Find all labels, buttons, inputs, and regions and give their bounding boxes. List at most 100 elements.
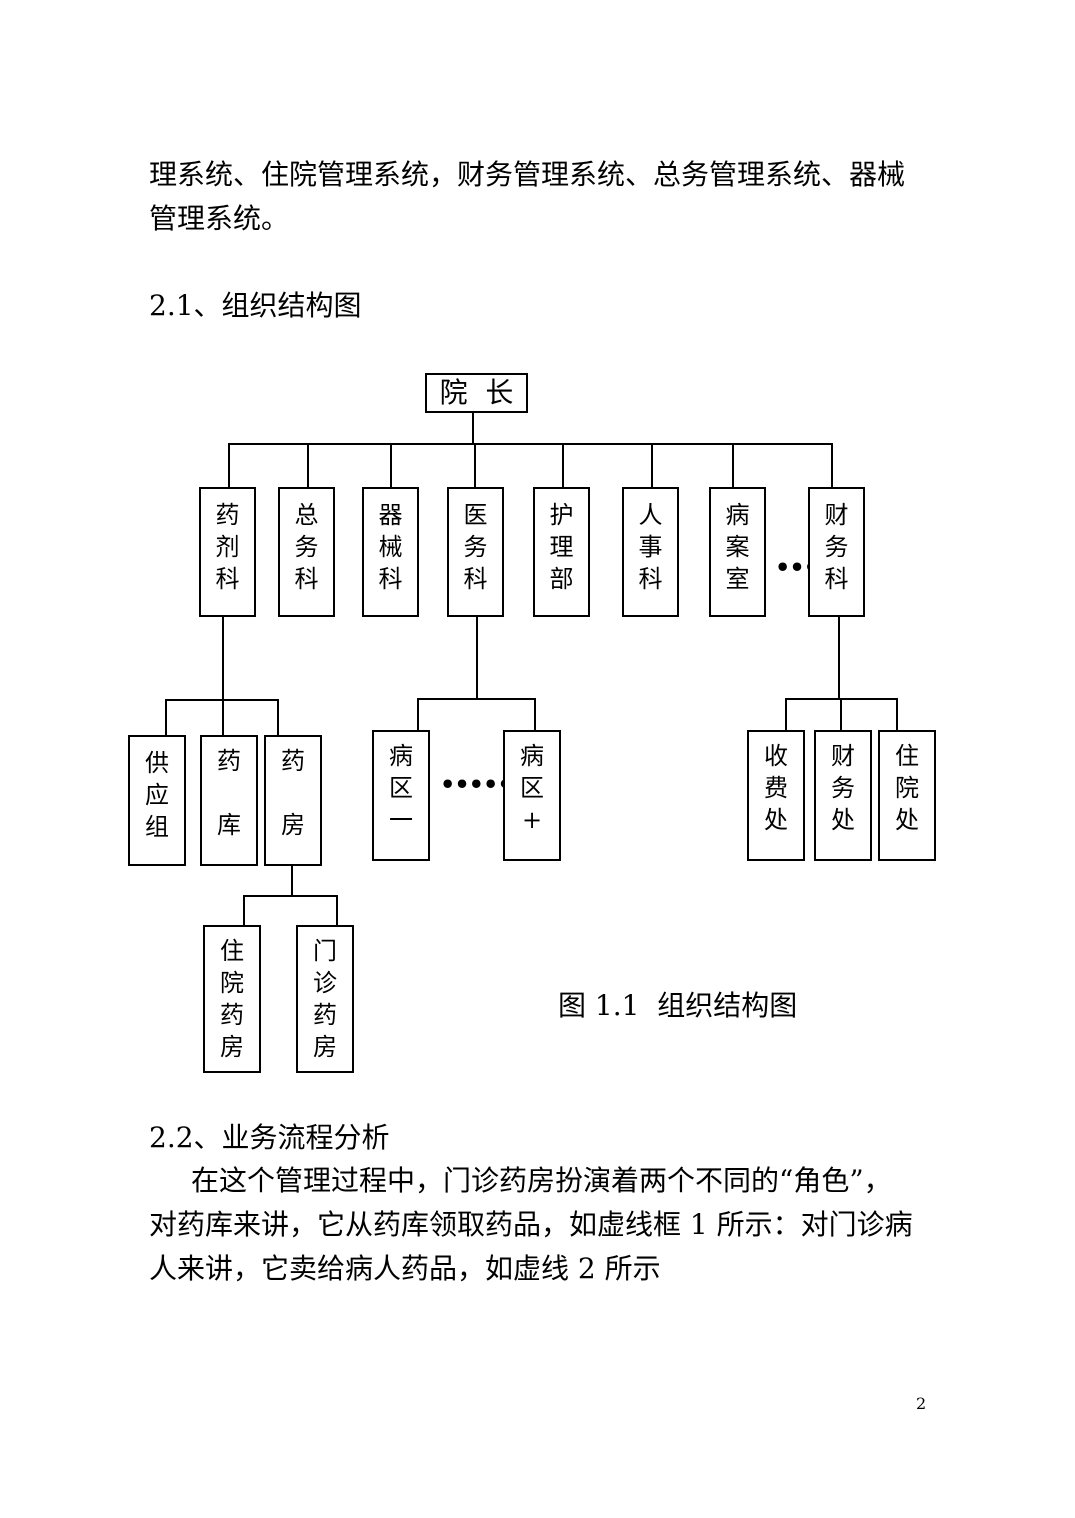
dept-nursing: 护 理 部	[533, 487, 590, 617]
connector	[417, 698, 419, 731]
node-drug-warehouse: 药 库	[200, 735, 258, 866]
node-char: 应	[145, 781, 169, 809]
connector	[785, 698, 787, 731]
node-char: 病	[725, 501, 750, 529]
dept-equipment: 器 械 科	[362, 487, 419, 617]
node-char: 财	[824, 501, 849, 529]
node-char: 室	[725, 565, 750, 593]
connector	[732, 443, 734, 487]
connector	[165, 699, 167, 735]
node-char: 器	[378, 501, 403, 529]
node-char: 务	[824, 533, 849, 561]
node-char: 药	[215, 501, 240, 529]
connector	[222, 617, 224, 700]
dept-general-affairs: 总 务 科	[278, 487, 335, 617]
node-char: 收	[764, 742, 788, 770]
node-inpatient-office: 住 院 处	[878, 730, 936, 861]
node-char: 部	[549, 565, 574, 593]
root-label: 院 长	[439, 376, 514, 409]
connector	[229, 443, 833, 445]
node-inpatient-drugstore: 住 院 药 房	[203, 925, 261, 1073]
node-char: 一	[389, 806, 413, 834]
node-char	[266, 777, 320, 809]
connector	[243, 895, 338, 897]
connector	[896, 698, 898, 731]
node-char: 药	[313, 1001, 337, 1029]
page-number: 2	[916, 1394, 927, 1413]
connector	[472, 413, 474, 444]
node-char: 剂	[215, 533, 240, 561]
node-char: 药	[281, 747, 305, 775]
node-char: 医	[463, 501, 488, 529]
node-char: 科	[638, 565, 663, 593]
connector	[390, 443, 392, 487]
node-char: 房	[220, 1033, 244, 1061]
figure-caption: 图 1.1 组织结构图	[558, 989, 798, 1022]
node-finance-office: 财 务 处	[814, 730, 872, 861]
connector	[476, 617, 478, 699]
dept-pharmacy: 药 剂 科	[199, 487, 256, 617]
node-char	[202, 777, 256, 809]
node-char: +	[521, 806, 543, 834]
node-char: 门	[313, 937, 337, 965]
node-char: 处	[895, 806, 919, 834]
node-char: 科	[824, 565, 849, 593]
connector	[277, 699, 279, 735]
connector	[534, 698, 536, 731]
connector	[838, 617, 840, 699]
node-char: 务	[463, 533, 488, 561]
node-char: 院	[220, 969, 244, 997]
node-char: 案	[725, 533, 750, 561]
section-2-2-heading: 2.2、业务流程分析	[149, 1121, 390, 1154]
connector	[474, 443, 476, 487]
node-char: 科	[215, 565, 240, 593]
node-char: 科	[294, 565, 319, 593]
node-char: 病	[520, 742, 544, 770]
connector	[228, 443, 230, 487]
node-char: 住	[220, 937, 244, 965]
dept-personnel: 人 事 科	[622, 487, 679, 617]
connector	[222, 699, 224, 735]
paragraph-line-1: 在这个管理过程中，门诊药房扮演着两个不同的“角色”，	[191, 1164, 892, 1197]
node-char: 住	[895, 742, 919, 770]
node-outpatient-drugstore: 门 诊 药 房	[296, 925, 354, 1073]
intro-line-2: 管理系统。	[149, 202, 290, 235]
node-char: 务	[294, 533, 319, 561]
node-char: 库	[217, 811, 241, 839]
node-char: 组	[145, 813, 169, 841]
connector	[651, 443, 653, 487]
node-char: 财	[831, 742, 855, 770]
paragraph-line-2: 对药库来讲，它从药库领取药品，如虚线框 1 所示：对门诊病	[149, 1208, 913, 1241]
node-char: 事	[638, 533, 663, 561]
root-node: 院 长	[425, 373, 528, 413]
node-char: 护	[549, 501, 574, 529]
dept-finance: 财 务 科	[808, 487, 865, 617]
paragraph-line-3: 人来讲，它卖给病人药品，如虚线 2 所示	[149, 1252, 661, 1285]
connector	[562, 443, 564, 487]
node-char: 房	[281, 811, 305, 839]
node-char: 药	[217, 747, 241, 775]
connector	[291, 866, 293, 896]
node-char: 处	[764, 806, 788, 834]
dept-medical-affairs: 医 务 科	[447, 487, 504, 617]
section-2-1-heading: 2.1、组织结构图	[149, 289, 362, 322]
node-char: 总	[294, 501, 319, 529]
node-char: 处	[831, 806, 855, 834]
connector	[417, 698, 536, 700]
node-char: 人	[638, 501, 663, 529]
node-ward-1: 病 区 一	[372, 730, 430, 861]
node-drugstore: 药 房	[264, 735, 322, 866]
connector	[243, 895, 245, 926]
node-char: 区	[389, 774, 413, 802]
node-char: 械	[378, 533, 403, 561]
node-char: 科	[463, 565, 488, 593]
node-char: 科	[378, 565, 403, 593]
node-char: 费	[764, 774, 788, 802]
node-char: 病	[389, 742, 413, 770]
dept-medical-records: 病 案 室	[709, 487, 766, 617]
connector	[307, 443, 309, 487]
connector	[840, 698, 842, 731]
node-cashier: 收 费 处	[747, 730, 805, 861]
node-char: 药	[220, 1001, 244, 1029]
node-char: 供	[145, 749, 169, 777]
